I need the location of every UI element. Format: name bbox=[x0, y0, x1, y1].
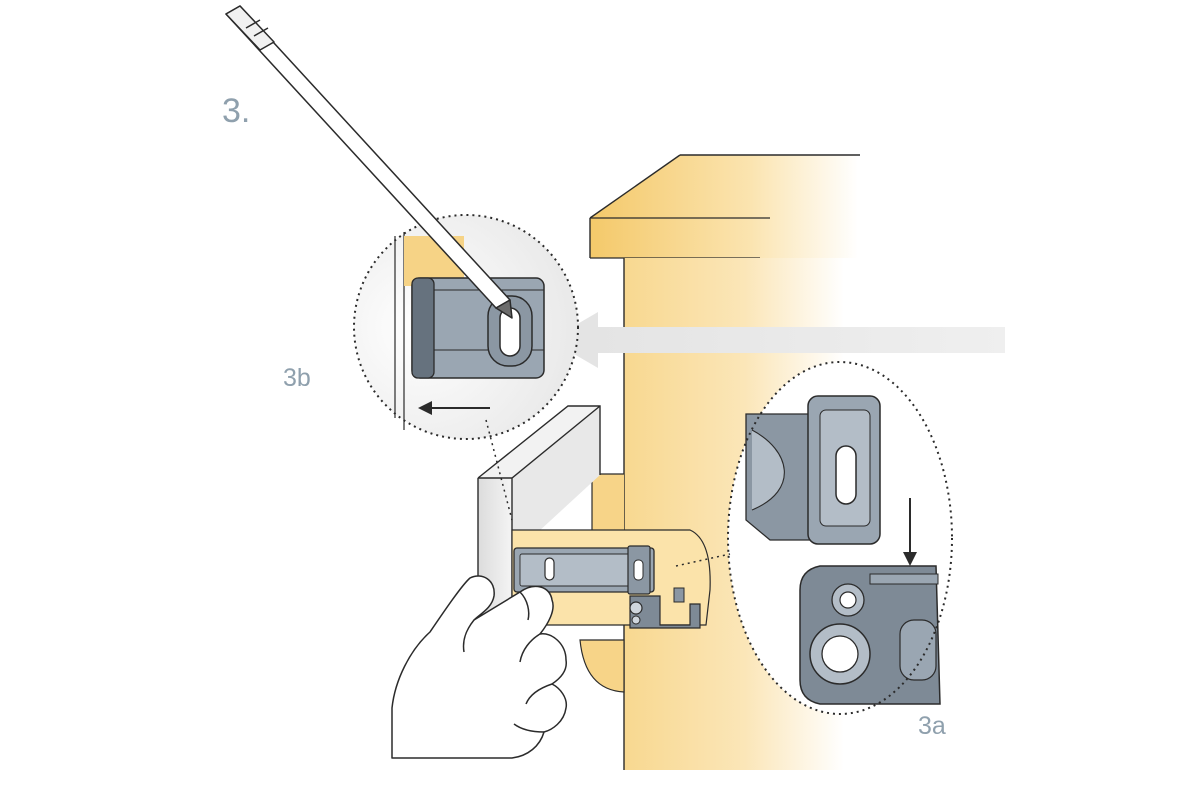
arrow-down-icon bbox=[903, 498, 917, 566]
hinge-assembly bbox=[511, 529, 711, 629]
step-number: 3. bbox=[222, 92, 251, 130]
detail-circle-3b bbox=[353, 214, 579, 440]
detail-ellipse-3a bbox=[727, 361, 953, 715]
hand-icon bbox=[391, 575, 568, 759]
direction-arrow-large bbox=[550, 312, 1005, 368]
callout-label-3b: 3b bbox=[283, 364, 311, 392]
callout-label-3a: 3a bbox=[918, 712, 946, 740]
cabinet-top-shelf bbox=[590, 155, 858, 258]
cabinet-door bbox=[477, 405, 601, 620]
arrow-left-icon bbox=[418, 401, 490, 415]
pencil-icon bbox=[225, 5, 513, 319]
